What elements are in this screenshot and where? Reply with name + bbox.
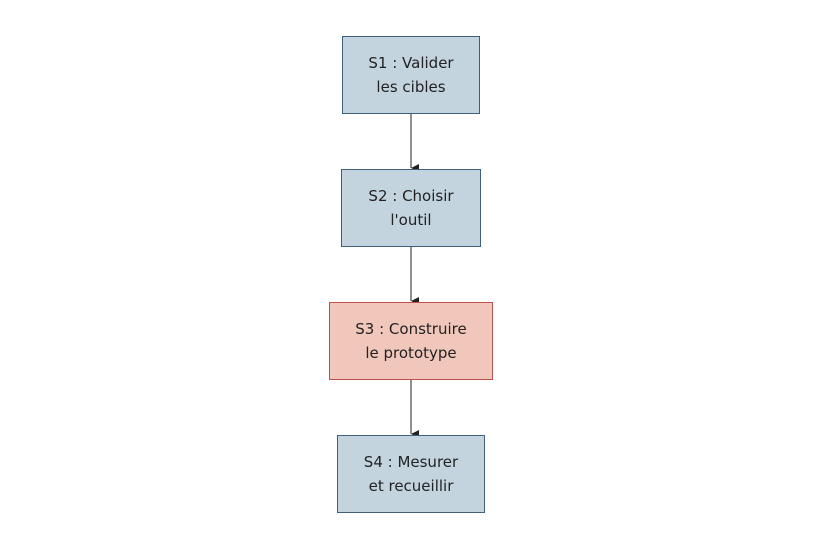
node-s4-line-2: et recueillir (368, 477, 454, 495)
node-s3-line-2: le prototype (365, 344, 457, 362)
node-s3-line-1: S3 : Construire (355, 320, 467, 338)
node-s2-line-2: l'outil (390, 211, 432, 229)
node-s4-line-1: S4 : Mesurer (363, 453, 459, 471)
node-s1-line-2: les cibles (376, 78, 446, 96)
node-s2-line-1: S2 : Choisir (368, 187, 454, 205)
node-s1: S1 : Valider les cibles (342, 36, 480, 114)
node-s4: S4 : Mesurer et recueillir (337, 435, 485, 513)
node-s2: S2 : Choisir l'outil (341, 169, 481, 247)
node-s1-line-1: S1 : Valider (368, 54, 454, 72)
node-s3: S3 : Construire le prototype (329, 302, 493, 380)
